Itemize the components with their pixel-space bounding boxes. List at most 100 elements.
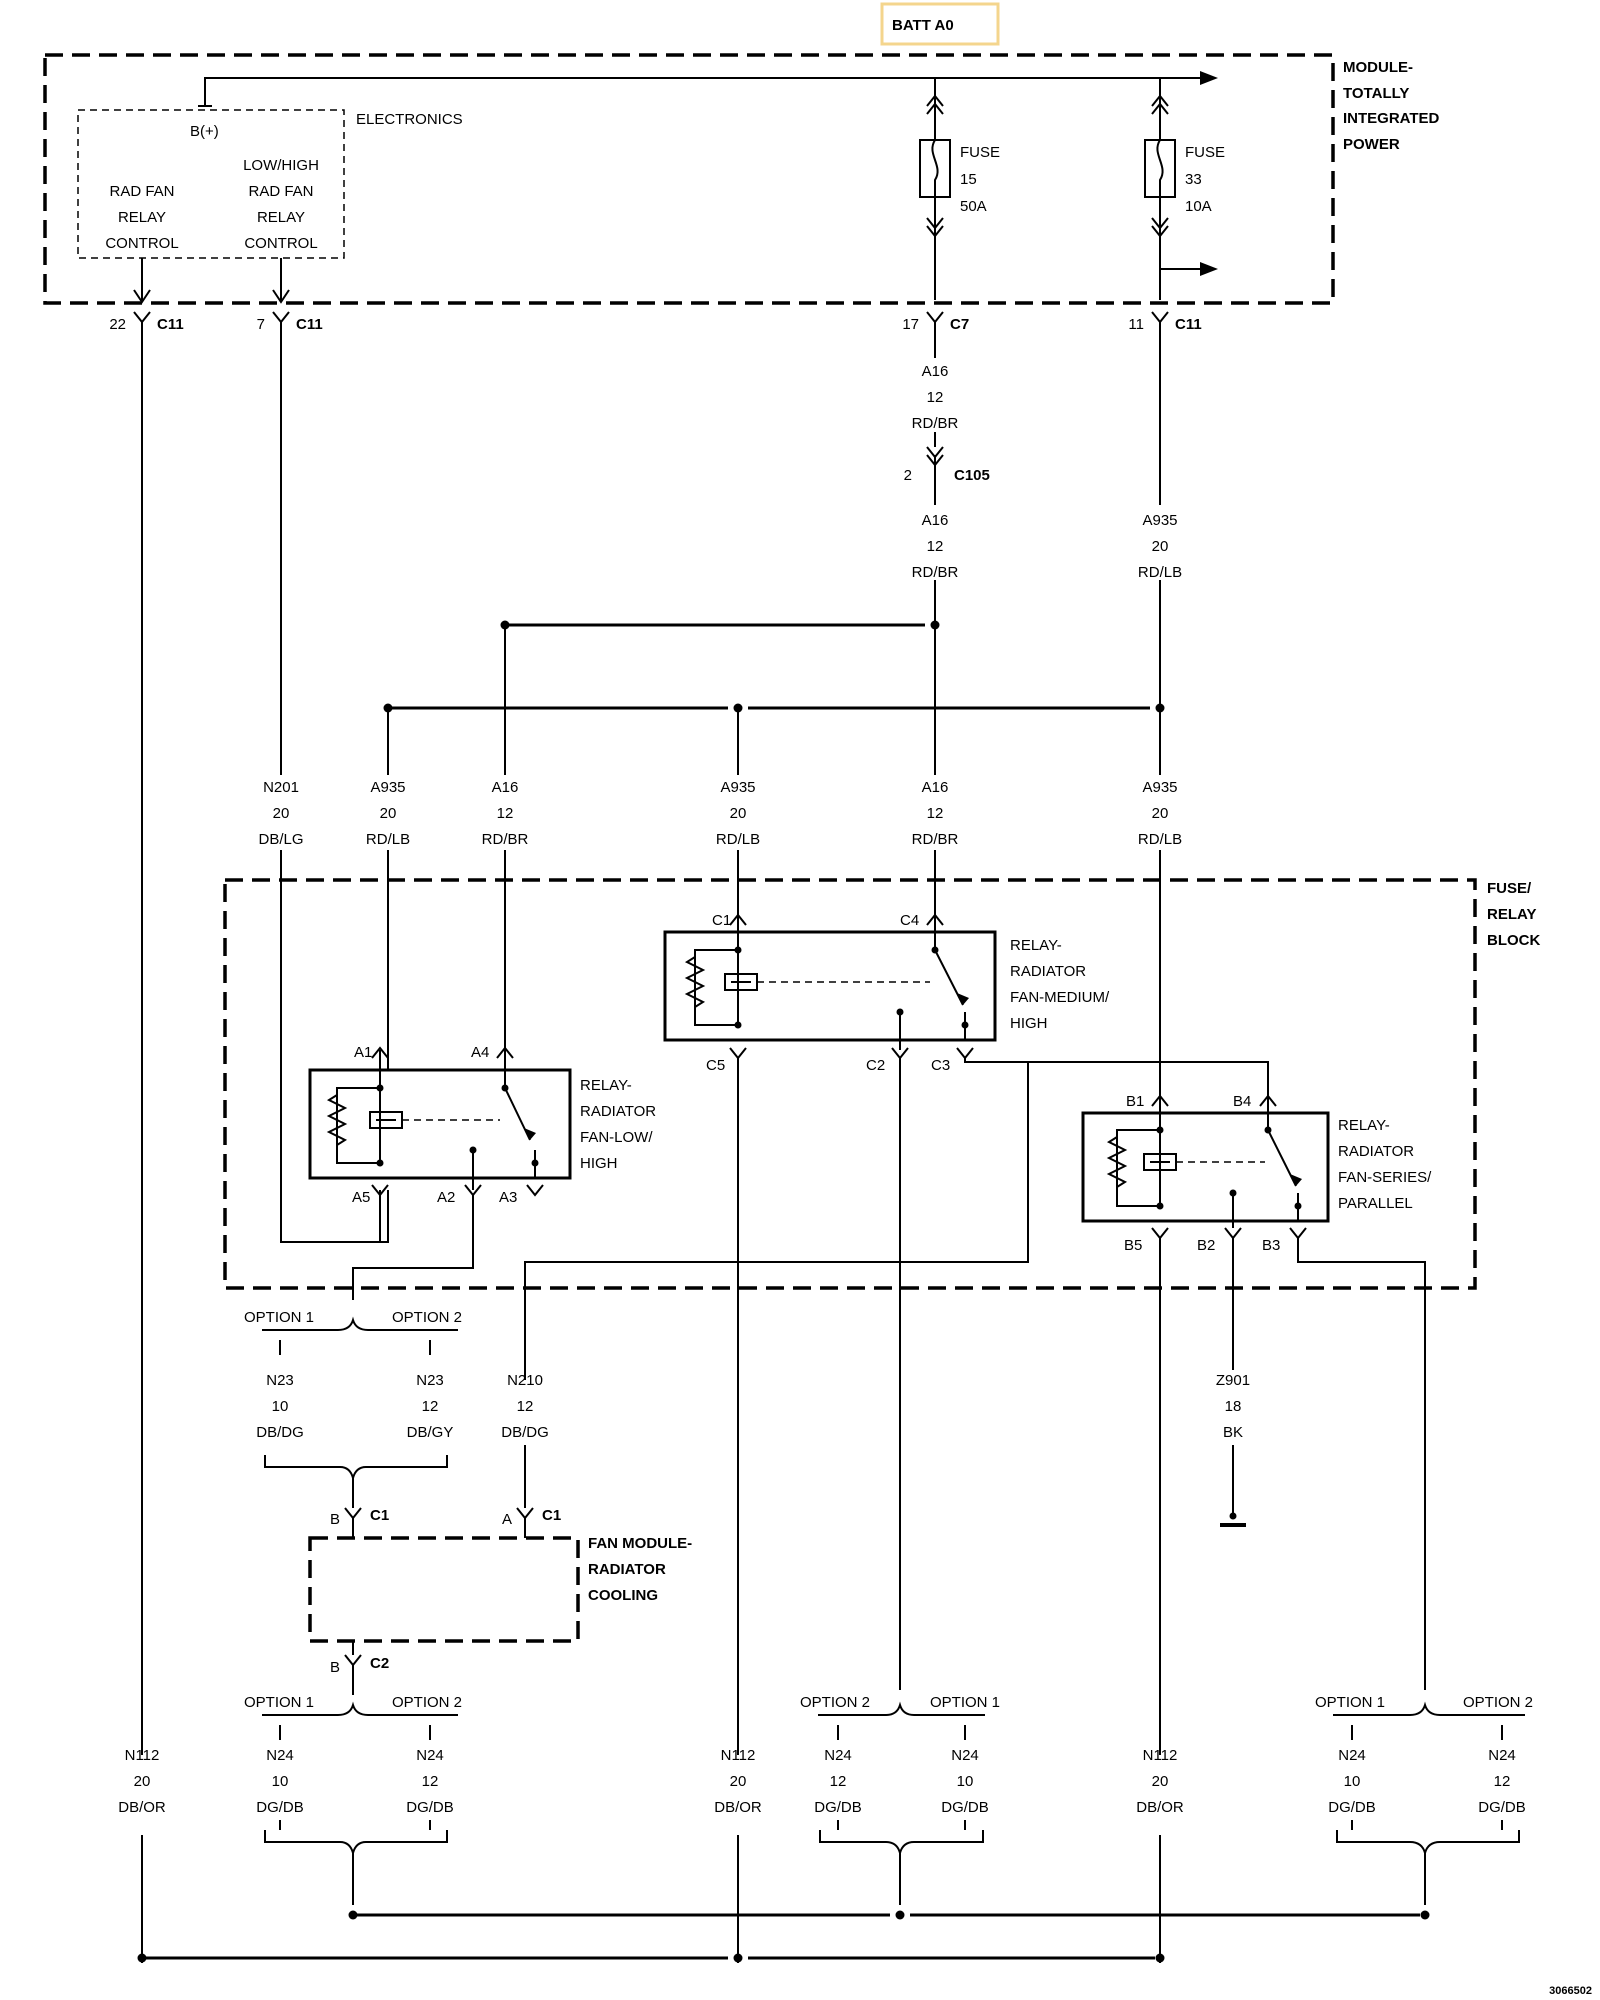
fuse15-element [931, 139, 939, 197]
wire-label-a935-1-1: A935 [370, 779, 405, 796]
wire-label-n112-left-3: DB/OR [118, 1799, 166, 1816]
wire-label-n24-b1-3: DG/DB [941, 1799, 989, 1816]
bplus-feed-wire [204, 77, 1200, 106]
connector-chevron-icon [926, 94, 944, 115]
pin-b1: B1 [1126, 1093, 1144, 1110]
fuse33-l2: 33 [1185, 171, 1202, 188]
fuse33-element [1156, 139, 1164, 197]
wire-label-a16-1-1: A16 [492, 779, 519, 796]
tipm-title-3: INTEGRATED [1343, 110, 1440, 127]
connector-chevron-icon [1151, 217, 1169, 238]
option-group-n23: OPTION 1 OPTION 2 [244, 1309, 462, 1355]
svg-text:OPTION 2: OPTION 2 [800, 1694, 870, 1711]
option-brace-n24-b [819, 1820, 984, 1905]
wire-c3-to-b4 [964, 1058, 1269, 1098]
svg-text:22: 22 [109, 316, 126, 333]
lowhigh-ctrl-1: LOW/HIGH [243, 157, 319, 174]
wire-label-n24-b2-1: N24 [824, 1747, 852, 1764]
fuse-relay-block-box [223, 878, 1477, 1290]
pin-b4: B4 [1233, 1093, 1251, 1110]
frb-title-2: RELAY [1487, 906, 1536, 923]
connector-c11-11: 11 C11 [1128, 311, 1202, 333]
branch-arrow-icon [1200, 262, 1218, 276]
tipm-title-2: TOTALLY [1343, 85, 1409, 102]
wire-label-a935-3-1: A935 [1142, 779, 1177, 796]
fuse33-l3: 10A [1185, 198, 1212, 215]
wire-n210-route [524, 1062, 1029, 1380]
option-brace-n24-a [264, 1820, 448, 1905]
pin-a5: A5 [352, 1189, 370, 1206]
svg-text:17: 17 [902, 316, 919, 333]
option-brace-n24-c [1336, 1820, 1520, 1905]
svg-text:OPTION 1: OPTION 1 [1315, 1694, 1385, 1711]
connector-c2-b: B C2 [330, 1641, 389, 1695]
wire-label-z901-3: BK [1223, 1424, 1243, 1441]
wire-label-n24-b1-2: 10 [957, 1773, 974, 1790]
wire-label-a16-1-3: RD/BR [482, 831, 529, 848]
wire-label-n201-1: N201 [263, 779, 299, 796]
splice-dot [1155, 1953, 1165, 1963]
wire-label-n24-c2-1: N24 [1488, 1747, 1516, 1764]
wire-label-a16-mid-2: 12 [927, 538, 944, 555]
wire-label-n112-left-2: 20 [134, 1773, 151, 1790]
wire-label-n112-right-1: N112 [1143, 1747, 1178, 1764]
pin-a2: A2 [437, 1189, 455, 1206]
option-group-n24-c: OPTION 1 OPTION 2 [1315, 1694, 1533, 1740]
connector-c11-22: 22 C11 [109, 311, 184, 333]
svg-text:OPTION 1: OPTION 1 [244, 1309, 314, 1326]
wire-label-a935-1-3: RD/LB [366, 831, 410, 848]
wire-label-n23-opt2-1: N23 [416, 1372, 444, 1389]
pin-b3: B3 [1262, 1237, 1280, 1254]
svg-text:B: B [330, 1659, 340, 1676]
splice-dot [137, 1953, 147, 1963]
option-brace-n23 [264, 1455, 448, 1508]
figure-id: 3066502 [1549, 1985, 1592, 1997]
svg-text:7: 7 [257, 316, 265, 333]
wire-label-a935-top-2: 20 [1152, 538, 1169, 555]
wire-label-n24-a1-1: N24 [266, 1747, 294, 1764]
wire-label-n24-a2-1: N24 [416, 1747, 444, 1764]
pin-b5: B5 [1124, 1237, 1142, 1254]
frb-title-3: BLOCK [1487, 932, 1540, 949]
relay-mh-label-3: FAN-MEDIUM/ [1010, 989, 1110, 1006]
wire-label-n24-c1-3: DG/DB [1328, 1799, 1376, 1816]
relay-mh-label-1: RELAY- [1010, 937, 1062, 954]
rad-fan-ctrl-1: RAD FAN [109, 183, 174, 200]
relay-medium-high [663, 913, 997, 1963]
relay-mh-label-4: HIGH [1010, 1015, 1048, 1032]
wire-label-a935-2-2: 20 [730, 805, 747, 822]
bplus-label: B(+) [190, 123, 219, 140]
wire-label-n112-right-2: 20 [1152, 1773, 1169, 1790]
splice-dot [930, 620, 940, 630]
splice-dot [1155, 703, 1165, 713]
wire-label-a16-2-3: RD/BR [912, 831, 959, 848]
wire-label-n210-3: DB/DG [501, 1424, 549, 1441]
connector-arrow-icon [272, 289, 290, 304]
wire-label-a16-top-3: RD/BR [912, 415, 959, 432]
connector-c1-b: B C1 [330, 1507, 389, 1538]
wire-label-n24-a1-2: 10 [272, 1773, 289, 1790]
relay-sp-label-1: RELAY- [1338, 1117, 1390, 1134]
pin-c1: C1 [712, 912, 731, 929]
connector-c1-a: A C1 [502, 1507, 561, 1538]
wire-label-n24-c2-3: DG/DB [1478, 1799, 1526, 1816]
wire-label-a16-1-2: 12 [497, 805, 514, 822]
svg-text:OPTION 1: OPTION 1 [244, 1694, 314, 1711]
wire-label-n210-2: 12 [517, 1398, 534, 1415]
wire-label-n24-c2-2: 12 [1494, 1773, 1511, 1790]
pin-c4: C4 [900, 912, 919, 929]
svg-text:C105: C105 [954, 467, 990, 484]
wire-label-a16-mid-1: A16 [922, 512, 949, 529]
relay-sp-label-4: PARALLEL [1338, 1195, 1413, 1212]
wire-label-n112-mid-3: DB/OR [714, 1799, 762, 1816]
bus-arrow-icon [1200, 71, 1218, 85]
svg-text:11: 11 [1128, 316, 1144, 333]
wire-label-n24-b1-1: N24 [951, 1747, 979, 1764]
relay-sp-label-3: FAN-SERIES/ [1338, 1169, 1432, 1186]
wire-label-n24-a1-3: DG/DB [256, 1799, 304, 1816]
relay-mh-label-2: RADIATOR [1010, 963, 1086, 980]
wire-label-a935-2-3: RD/LB [716, 831, 760, 848]
svg-text:C2: C2 [370, 1655, 389, 1672]
fan-module-label-3: COOLING [588, 1587, 658, 1604]
